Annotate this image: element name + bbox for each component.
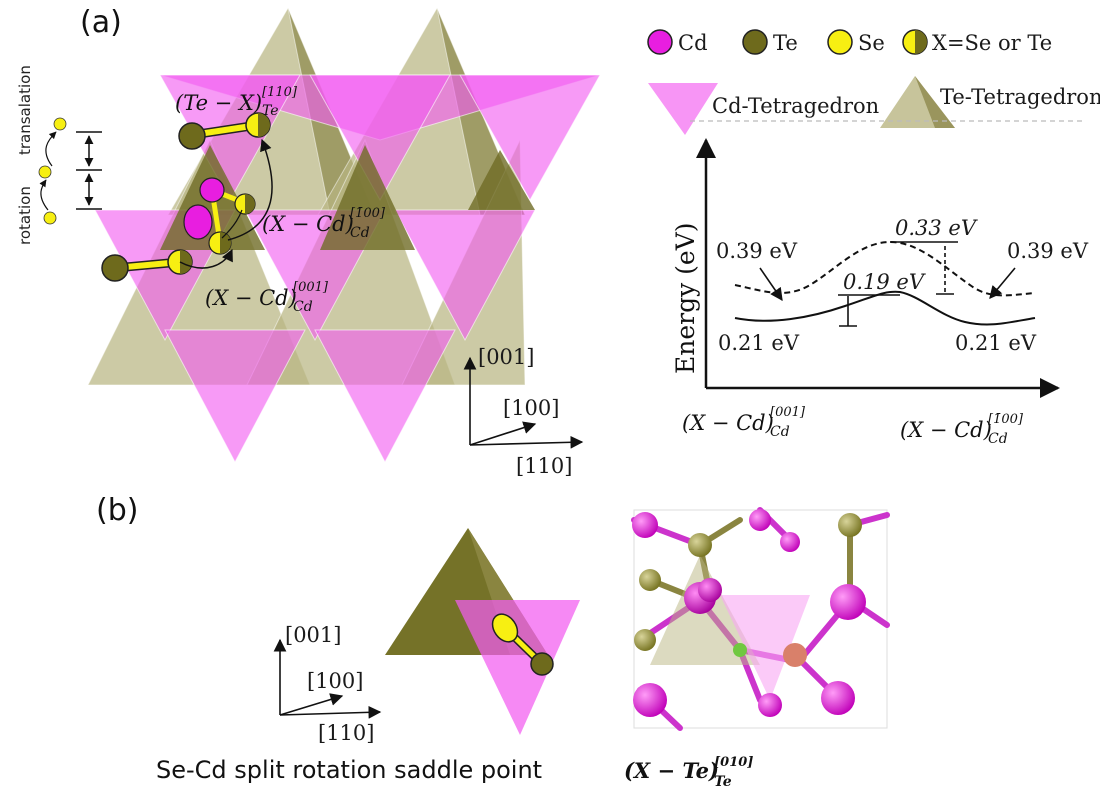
te-atom [101, 254, 129, 282]
svg-text:0.19 eV: 0.19 eV [843, 270, 926, 294]
panel-b-label: (b) [96, 493, 138, 528]
svg-text:Cd: Cd [988, 431, 1008, 447]
svg-text:(X − Cd): (X − Cd) [262, 212, 354, 236]
svg-text:[001]: [001] [770, 405, 806, 420]
legend-cd-tetra-swatch [648, 83, 718, 135]
svg-text:(X − Cd): (X − Cd) [900, 418, 992, 442]
svg-text:0.39 eV: 0.39 eV [1007, 239, 1089, 263]
te-atom [178, 122, 206, 150]
upper-energy-curve [734, 240, 1036, 297]
svg-text:0.33 eV: 0.33 eV [895, 216, 978, 240]
svg-text:[010]: [010] [714, 755, 753, 770]
svg-text:Cd: Cd [350, 225, 370, 241]
svg-text:[110]: [110] [318, 721, 374, 745]
svg-text:[100]: [100] [503, 396, 559, 420]
lower-energy-curve [734, 290, 1036, 326]
caption-b: Se-Cd split rotation saddle point [156, 756, 542, 784]
lattice-structure [87, 6, 601, 464]
defect-atoms [101, 112, 273, 282]
label-x-cd-100: (X − Cd) [1̄00] Cd [262, 206, 386, 241]
svg-text:(X − Cd): (X − Cd) [205, 286, 297, 310]
svg-text:(Te − X): (Te − X) [175, 91, 262, 115]
svg-text:[001]: [001] [293, 280, 329, 295]
svg-text:Cd: Cd [770, 424, 790, 440]
svg-text:0.39 eV: 0.39 eV [716, 239, 798, 263]
legend: Cd Te Se X=Se or Te Cd-Tetragedron Te-Te… [647, 29, 1100, 135]
svg-text:[110]: [110] [516, 454, 572, 478]
svg-text:Te-Tetragedron: Te-Tetragedron [940, 85, 1100, 109]
svg-text:Te: Te [714, 774, 732, 790]
legend-cd-swatch [647, 29, 673, 55]
svg-text:Cd: Cd [293, 299, 313, 315]
rotation-label: rotation [16, 186, 34, 245]
legend-se-swatch [827, 29, 853, 55]
svg-text:Te: Te [262, 103, 279, 119]
x-left-label: (X − Cd) [001] Cd [682, 405, 806, 440]
energy-diagram: Energy (eV) 0.33 eV 0.19 eV 0.39 eV 0.39… [671, 138, 1089, 447]
axes-a: [001] [100] [110] [463, 345, 584, 478]
x-atom [491, 613, 519, 643]
svg-text:(X − Te): (X − Te) [624, 758, 719, 783]
svg-text:0.21 eV: 0.21 eV [955, 331, 1037, 355]
svg-text:[1̄00]: [1̄00] [988, 412, 1024, 427]
axes-b: [001] [100] [110] [273, 623, 382, 745]
x-right-label: (X − Cd) [1̄00] Cd [900, 412, 1024, 447]
te-atom [530, 652, 554, 676]
svg-text:Te: Te [773, 31, 798, 55]
label-x-te-010: (X − Te) [010] Te [624, 755, 753, 790]
svg-text:0.21 eV: 0.21 eV [718, 331, 800, 355]
label-x-cd-001: (X − Cd) [001] Cd [205, 280, 329, 315]
energy-ylabel: Energy (eV) [671, 222, 700, 374]
svg-text:[100]: [100] [307, 669, 363, 693]
structure-render [631, 507, 890, 731]
svg-text:Cd-Tetragedron: Cd-Tetragedron [712, 94, 879, 118]
svg-text:[110]: [110] [262, 85, 298, 100]
svg-text:Se: Se [858, 31, 885, 55]
legend-te-swatch [742, 29, 768, 55]
saddle-tetrahedra [385, 528, 580, 735]
svg-text:[001]: [001] [285, 623, 341, 647]
svg-text:[1̄00]: [1̄00] [350, 206, 386, 221]
svg-text:(X − Cd): (X − Cd) [682, 411, 774, 435]
svg-text:[001]: [001] [478, 345, 534, 369]
cd-atom [183, 204, 213, 240]
translation-label: transalation [16, 65, 34, 155]
panel-a-label: (a) [80, 5, 122, 40]
label-te-x: (Te − X) [110] Te [175, 85, 298, 119]
cd-atom [199, 177, 225, 203]
svg-text:Cd: Cd [678, 31, 708, 55]
svg-text:X=Se or Te: X=Se or Te [932, 31, 1052, 55]
motion-legend: transalation rotation [16, 65, 102, 245]
